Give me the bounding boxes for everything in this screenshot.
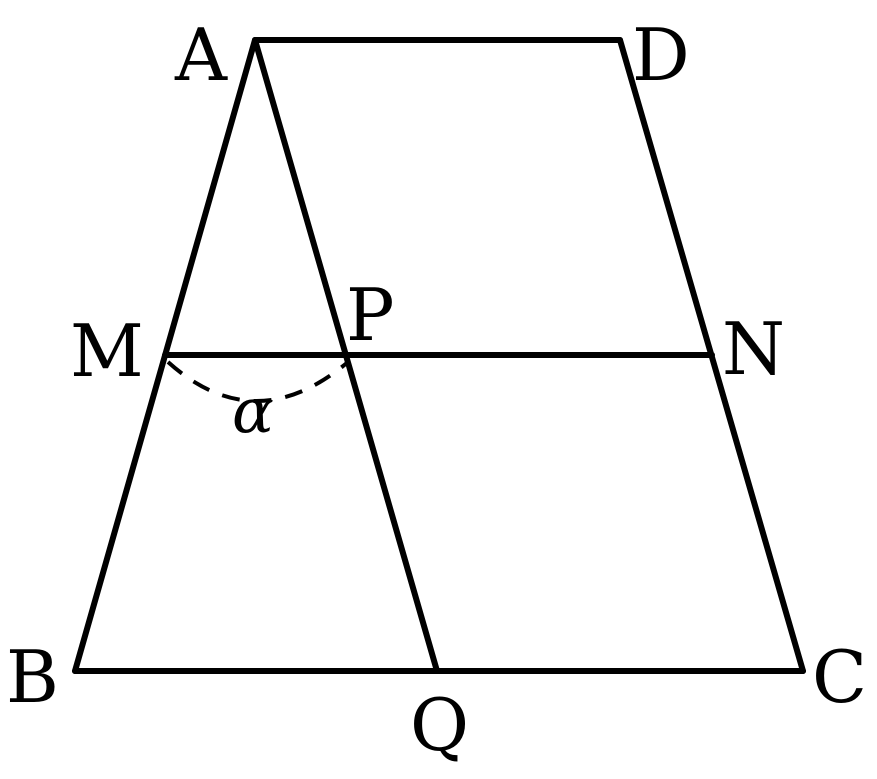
point-label-Q: Q xyxy=(410,683,469,767)
point-label-P: P xyxy=(346,273,394,357)
angle-alpha-label: α xyxy=(232,374,274,447)
point-label-B: B xyxy=(6,635,59,719)
angle-alpha-arc xyxy=(166,360,350,403)
point-label-N: N xyxy=(722,307,785,391)
point-label-C: C xyxy=(812,635,867,719)
point-label-D: D xyxy=(632,13,690,97)
point-label-M: M xyxy=(70,309,144,393)
point-label-A: A xyxy=(174,13,228,97)
